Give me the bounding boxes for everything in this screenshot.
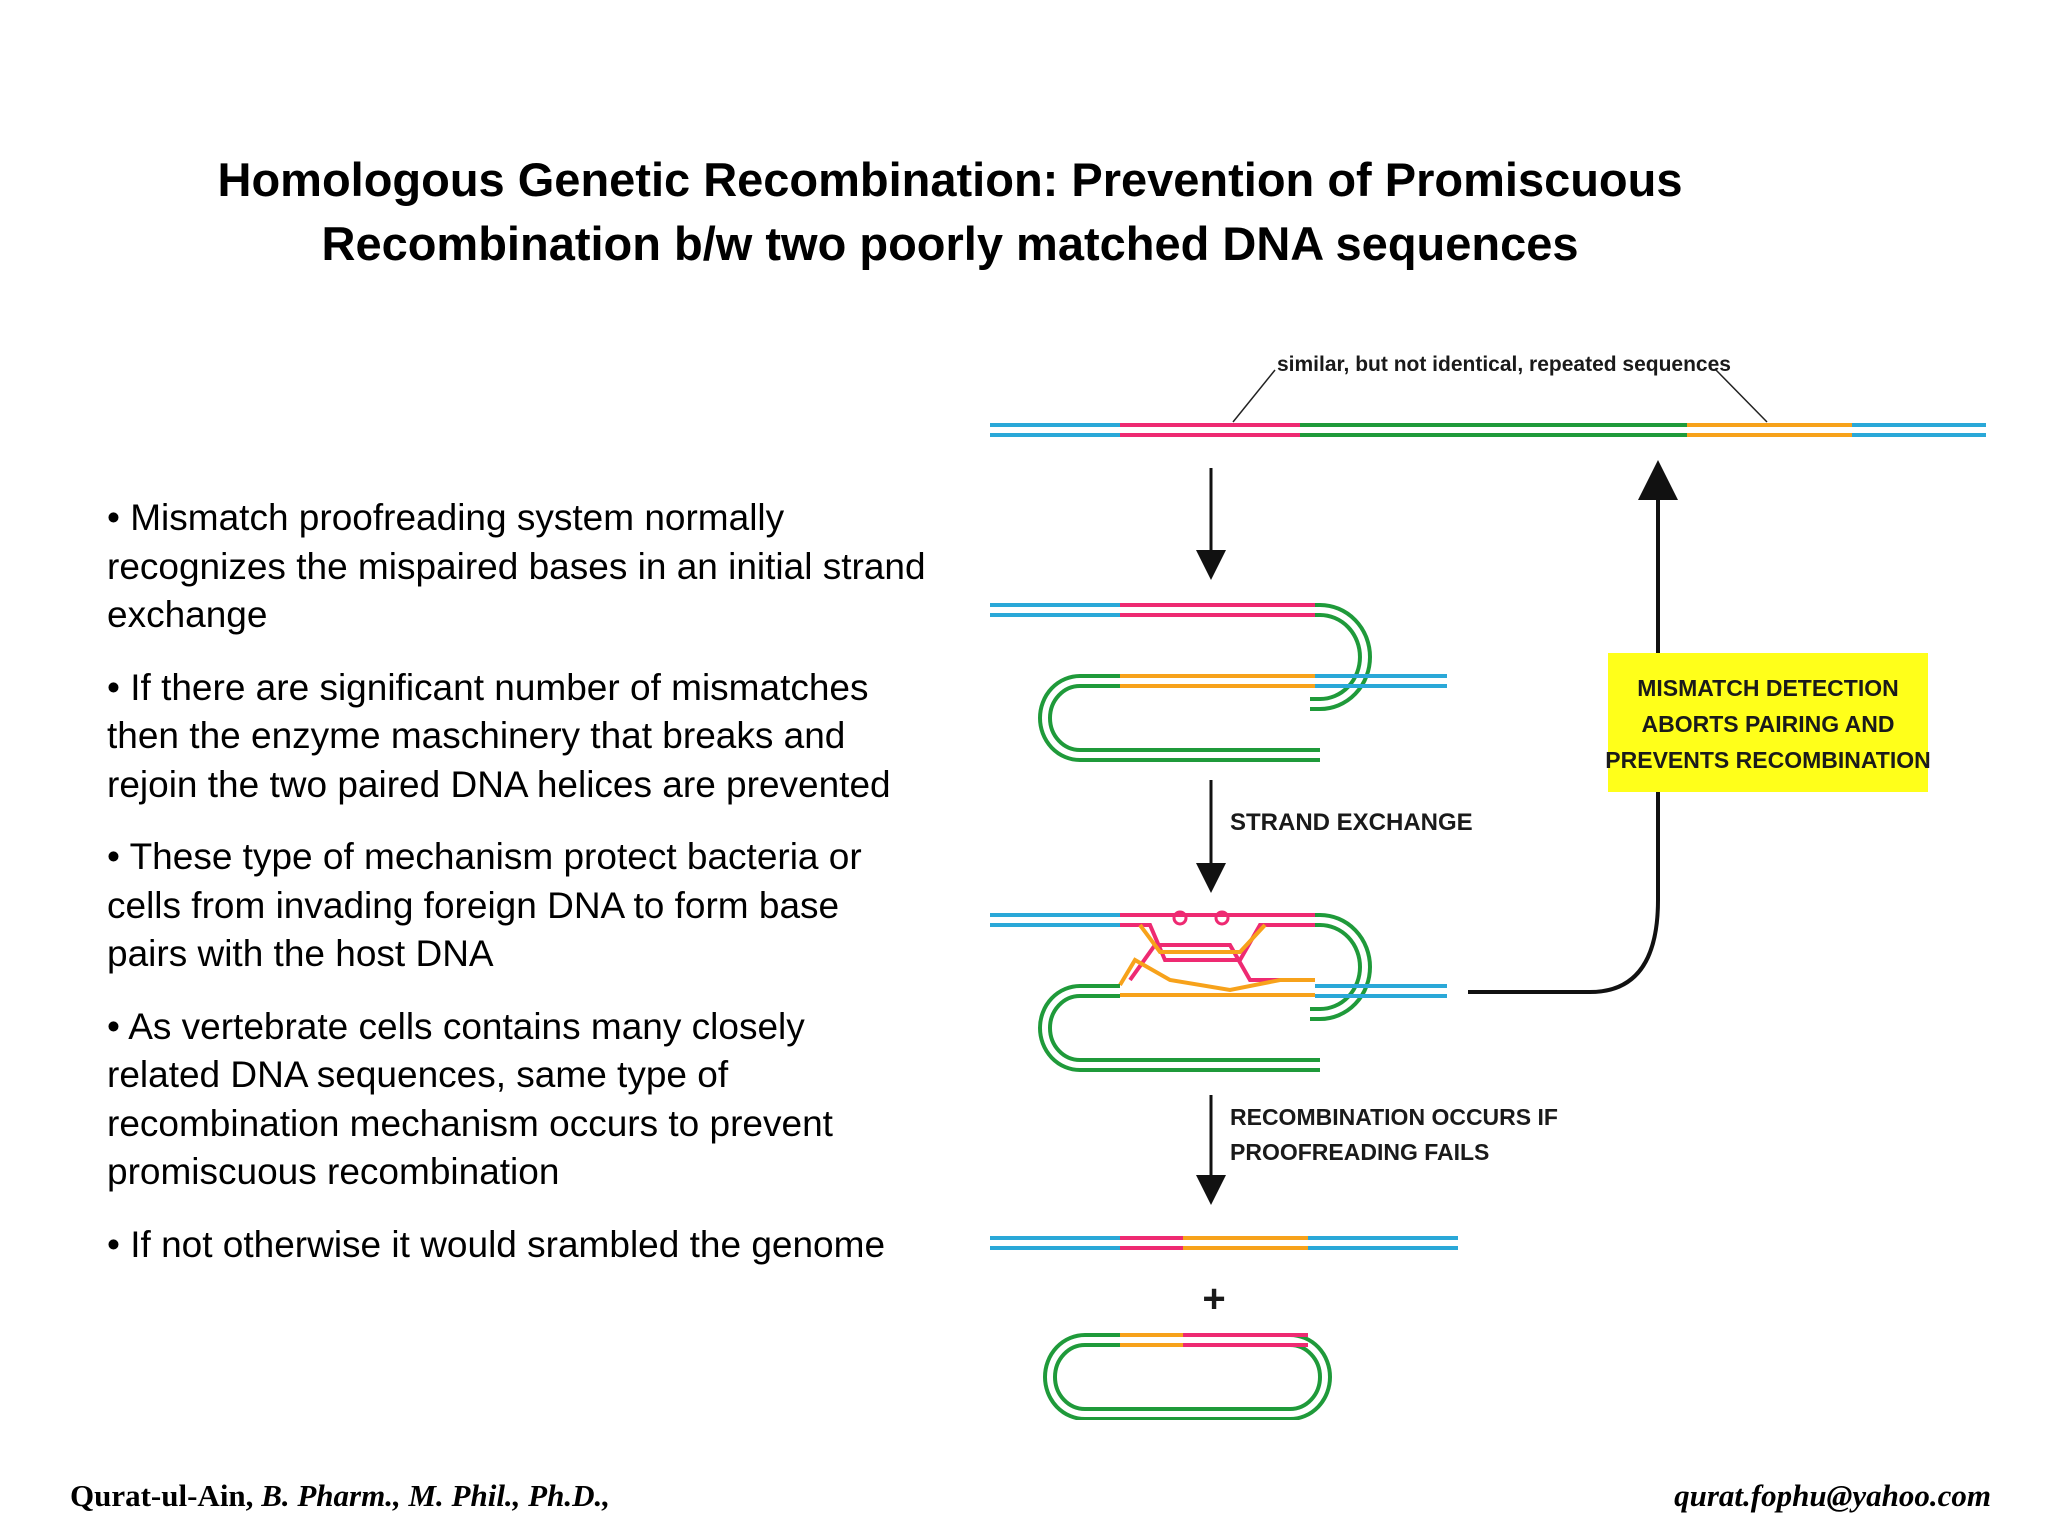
bullet-item: • Mismatch proofreading system normally … xyxy=(107,497,926,635)
label-leader-left xyxy=(1232,369,1276,423)
strand-exchange-label: STRAND EXCHANGE xyxy=(1230,809,1473,836)
bullet-list: • Mismatch proofreading system normally … xyxy=(107,494,927,1293)
footer-email: qurat.fophu@yahoo.com xyxy=(1674,1478,1991,1513)
author-credentials: B. Pharm., M. Phil., Ph.D., xyxy=(261,1478,610,1513)
repeated-sequences-label: similar, but not identical, repeated seq… xyxy=(1277,353,1731,376)
footer-author: Qurat-ul-Ain, B. Pharm., M. Phil., Ph.D.… xyxy=(70,1478,610,1514)
recombination-label-1: RECOMBINATION OCCURS IF xyxy=(1230,1104,1558,1130)
recombination-label-2: PROOFREADING FAILS xyxy=(1230,1139,1489,1165)
slide-title: Homologous Genetic Recombination: Preven… xyxy=(100,148,1800,276)
mismatch-line-2: ABORTS PAIRING AND xyxy=(1642,711,1895,737)
plus-sign: + xyxy=(1202,1277,1225,1321)
feedback-arrow xyxy=(1468,460,1678,994)
bullet-item: • If there are significant number of mis… xyxy=(107,666,891,805)
mismatch-detection-box: MISMATCH DETECTION ABORTS PAIRING AND PR… xyxy=(1605,653,1931,792)
circular-product-molecule xyxy=(1043,1333,1332,1420)
pink-repeat-segment xyxy=(1120,423,1300,437)
author-name: Qurat-ul-Ain, xyxy=(70,1478,254,1513)
mismatch-line-1: MISMATCH DETECTION xyxy=(1637,675,1899,701)
blue-segment-left xyxy=(990,423,1120,437)
green-segment xyxy=(1300,423,1687,437)
blue-segment-right xyxy=(1852,423,1986,437)
orange-repeat-segment xyxy=(1687,423,1852,437)
bullet-item: • These type of mechanism protect bacter… xyxy=(107,836,862,974)
mismatch-line-3: PREVENTS RECOMBINATION xyxy=(1605,747,1930,773)
original-dna-molecule xyxy=(990,423,1986,437)
linear-product-molecule xyxy=(990,1236,1458,1250)
bullet-item: • As vertebrate cells contains many clos… xyxy=(107,1005,833,1193)
strand-exchange-molecule xyxy=(990,910,1447,1072)
recombination-diagram: similar, but not identical, repeated seq… xyxy=(990,353,1986,1420)
bullet-item: • If not otherwise it would srambled the… xyxy=(107,1223,886,1265)
label-leader-right xyxy=(1715,369,1768,423)
paired-loop-molecule xyxy=(990,603,1447,762)
title-line-1: Homologous Genetic Recombination: Preven… xyxy=(217,153,1683,206)
title-line-2: Recombination b/w two poorly matched DNA… xyxy=(321,217,1579,270)
